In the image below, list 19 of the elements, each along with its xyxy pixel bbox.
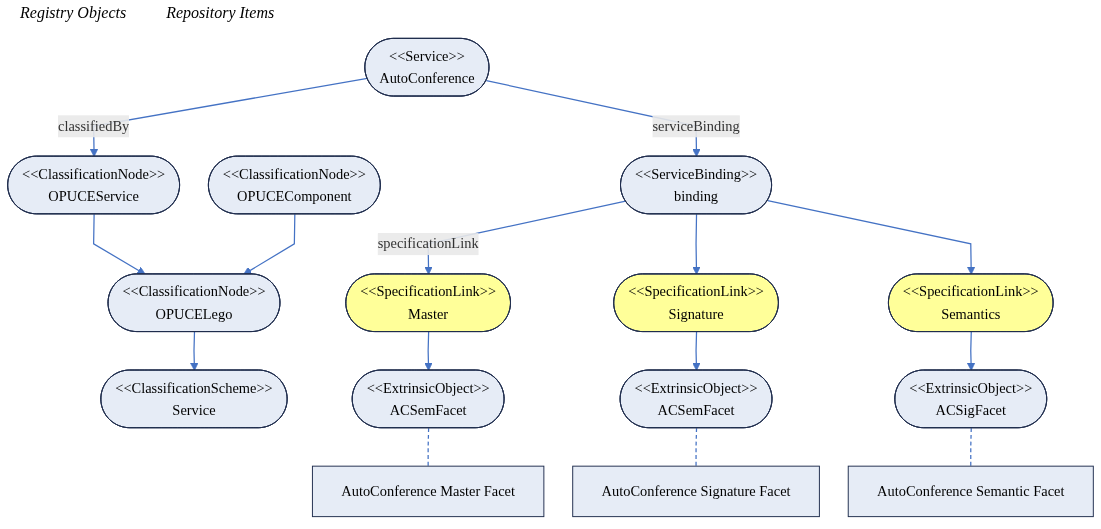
arrow bbox=[243, 213, 296, 275]
edge-label: classifiedBy bbox=[57, 118, 130, 134]
arrow bbox=[424, 331, 433, 371]
arrow bbox=[692, 331, 701, 371]
arrow bbox=[692, 213, 701, 275]
connector bbox=[695, 427, 698, 467]
arrow bbox=[93, 213, 146, 275]
connector bbox=[970, 427, 972, 467]
connector bbox=[427, 427, 430, 467]
arrow bbox=[966, 331, 976, 371]
section-label: Registry Objects bbox=[20, 4, 127, 22]
section-label: Repository Items bbox=[166, 4, 275, 22]
node-box: AutoConference Master Facet bbox=[311, 465, 545, 518]
arrow bbox=[767, 200, 976, 275]
node-box: AutoConference Signature Facet bbox=[572, 465, 820, 518]
edge-label: serviceBinding bbox=[652, 118, 740, 134]
edge-label: specificationLink bbox=[377, 235, 479, 252]
arrow bbox=[190, 331, 199, 371]
node-box: AutoConference Semantic Facet bbox=[847, 465, 1094, 518]
